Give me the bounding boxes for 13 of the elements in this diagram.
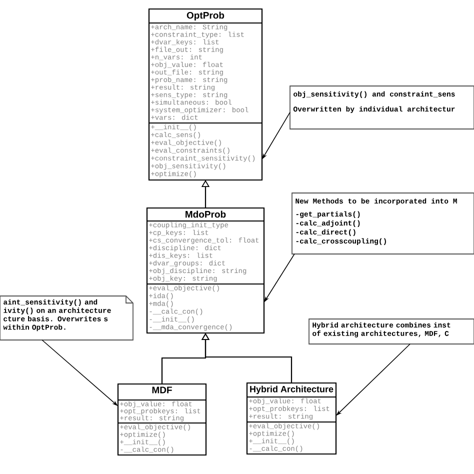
compartment-box <box>146 220 264 284</box>
compartment-box <box>146 284 264 334</box>
compartment-box <box>246 396 336 422</box>
compartment-box <box>118 400 206 424</box>
compartment-box <box>148 22 262 124</box>
note-box <box>308 318 474 344</box>
compartment-box <box>148 122 262 180</box>
note-box <box>0 296 134 340</box>
compartment-box <box>246 422 336 454</box>
inheritance-arrow <box>201 333 292 383</box>
note-box <box>290 86 474 130</box>
compartment-box <box>118 422 206 456</box>
note-box <box>292 192 474 254</box>
